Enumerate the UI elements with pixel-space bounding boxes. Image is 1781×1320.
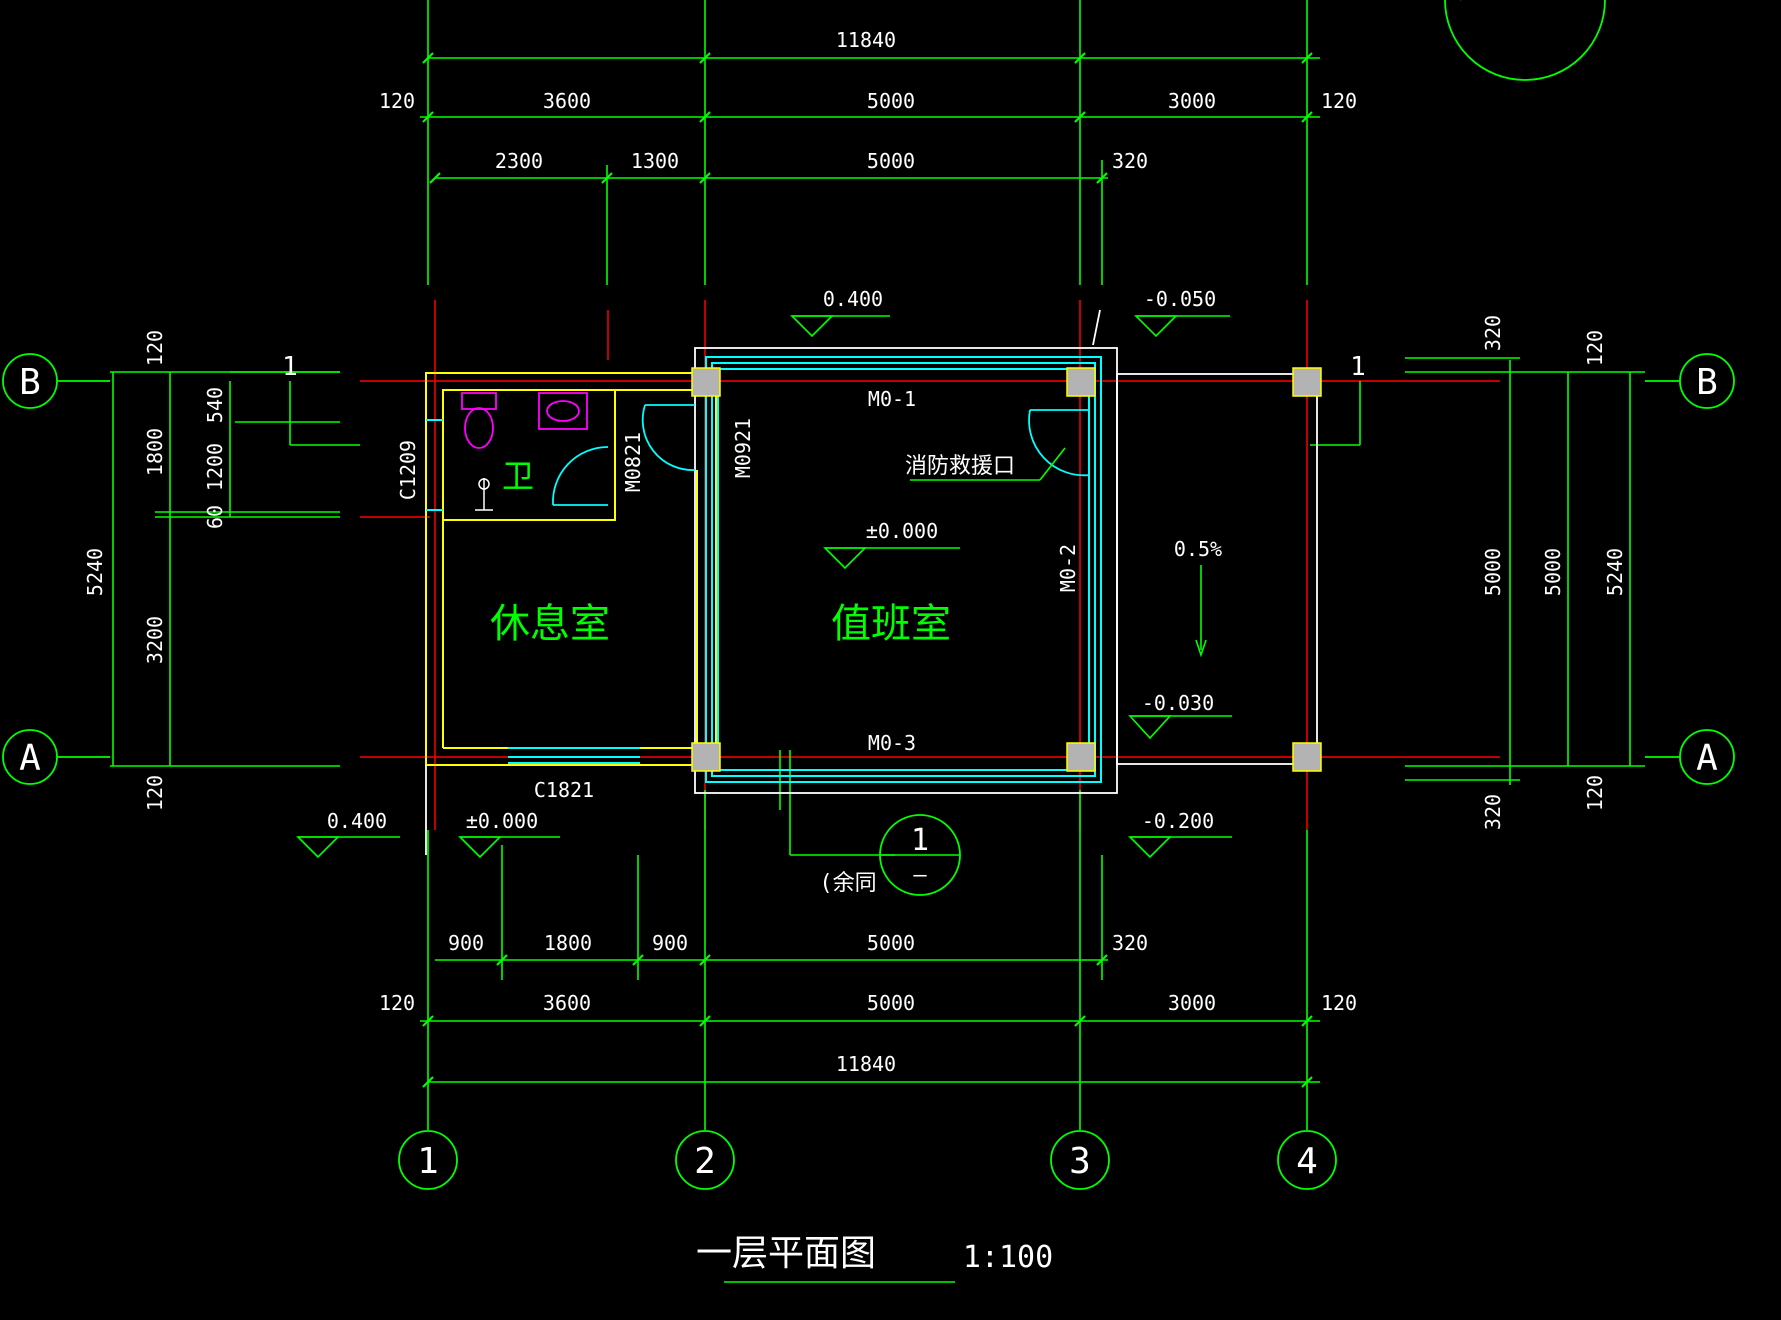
dim-top-total: 11840 [836,28,896,52]
door-label-m0921: M0921 [731,418,755,478]
drawing-title: 一层平面图 [696,1233,876,1274]
columns [691,367,1322,772]
axis-label-2: 2 [694,1141,716,1182]
dim-top-r2-1: 3600 [543,89,591,113]
dim-left-inner-1: 540 [203,387,227,423]
axis-bubble-3 [1050,1130,1110,1190]
elev-bottom-c: -0.200 [1142,809,1214,833]
door-label-m0821: M0821 [621,432,645,492]
dim-bot-r2-1: 3600 [543,991,591,1015]
door-swing-m02 [1028,409,1091,477]
dim-top-r2-0: 120 [379,89,415,113]
others-same-label: (余同 [819,871,876,896]
elev-bottom-b: ±0.000 [466,809,538,833]
room-wc: 卫 [502,457,534,495]
dim-right-6: 120 [1583,775,1607,811]
dim-bot-r2-4: 120 [1321,991,1357,1015]
dim-right-0: 320 [1481,315,1505,351]
section-cut-right: 1 [1350,352,1366,382]
dim-bot-r1-3: 5000 [867,931,915,955]
axis-label-4: 4 [1296,1141,1318,1182]
dim-top-r3-3: 320 [1112,149,1148,173]
dim-left-inner-2: 1200 [203,443,227,491]
dim-right-3: 5000 [1541,548,1565,596]
north-arrow-circle [1444,0,1606,81]
axis-bubble-1 [398,1130,458,1190]
dim-top-r2-2: 5000 [867,89,915,113]
dim-right-1: 120 [1583,330,1607,366]
dim-bot-total: 11840 [836,1052,896,1076]
window-label-c1821: C1821 [534,778,594,802]
drawing-scale: 1:100 [963,1240,1053,1275]
dim-top-r2-3: 3000 [1168,89,1216,113]
door-label-m02: M0-2 [1056,544,1080,592]
dim-left-mid-0: 1800 [143,428,167,476]
room-rest: 休息室 [490,601,610,647]
door-label-m01: M0-1 [868,387,916,411]
door-swing-m0921 [641,404,696,471]
dim-bot-r1-4: 320 [1112,931,1148,955]
dim-left-inner-3: 60 [203,505,227,529]
door-swing-m0821 [552,446,609,506]
dim-left-mid-1: 3200 [143,616,167,664]
dim-top-r2-4: 120 [1321,89,1357,113]
fire-rescue-label: 消防救援口 [905,454,1015,479]
section-detail-number: 1 [911,823,929,858]
walls-cyan [426,356,1102,783]
section-cut-left: 1 [282,352,298,382]
dim-top-r3-0: 2300 [495,149,543,173]
dim-bot-r1-1: 1800 [544,931,592,955]
axis-label-1: 1 [417,1141,439,1182]
axis-bubble-2 [675,1130,735,1190]
room-duty: 值班室 [831,601,951,647]
dim-right-2: 5000 [1481,548,1505,596]
elev-bottom-a: 0.400 [327,809,387,833]
dim-left-inner-0: 120 [143,330,167,366]
dim-bot-r2-3: 3000 [1168,991,1216,1015]
section-detail-sheet: — [913,863,927,888]
elev-top-right: -0.050 [1144,287,1216,311]
dim-right-4: 5240 [1603,548,1627,596]
dim-left-outer: 5240 [83,548,107,596]
axis-label-a-left: A [19,738,41,779]
axis-bubble-4 [1277,1130,1337,1190]
dim-top-r3-2: 5000 [867,149,915,173]
slope-label: 0.5% [1174,537,1222,561]
door-label-m03: M0-3 [868,731,916,755]
elev-top-left: 0.400 [823,287,883,311]
dim-bot-r1-0: 900 [448,931,484,955]
axis-label-b-left: B [19,362,41,403]
elev-center: ±0.000 [866,519,938,543]
dim-right-5: 320 [1481,794,1505,830]
axis-label-a-right: A [1696,738,1718,779]
axis-label-3: 3 [1069,1141,1091,1182]
elev-right-mid: -0.030 [1142,691,1214,715]
axis-label-b-right: B [1696,362,1718,403]
dim-top-r3-1: 1300 [631,149,679,173]
window-label-c1209: C1209 [396,440,420,500]
dim-bot-r2-2: 5000 [867,991,915,1015]
dim-left-inner-4: 120 [143,775,167,811]
dim-bot-r1-2: 900 [652,931,688,955]
dim-bot-r2-0: 120 [379,991,415,1015]
sanitary-fixtures [461,392,588,449]
